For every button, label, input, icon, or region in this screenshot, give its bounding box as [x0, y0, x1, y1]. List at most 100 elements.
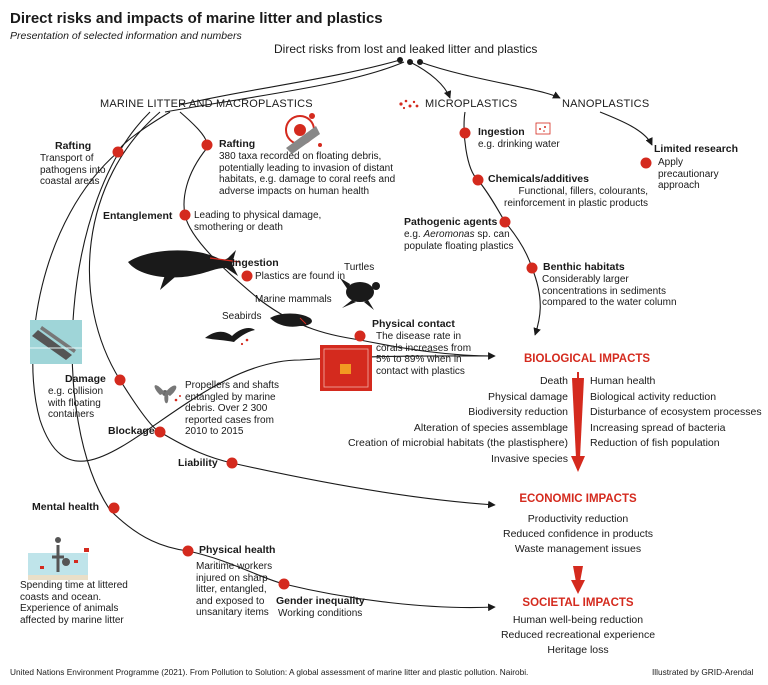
gender-inequality-text: Working conditions	[278, 608, 363, 619]
impact-arrows	[571, 378, 585, 594]
societal-impacts-title: SOCIETAL IMPACTS	[522, 597, 634, 609]
turtle-icon	[340, 278, 380, 310]
liability-to-economic	[231, 462, 496, 509]
bio-item: Creation of microbial habitats (the plas…	[347, 437, 568, 449]
marine-mammals-label: Marine mammals	[255, 294, 332, 305]
soc-item: Reduced recreational experience	[500, 629, 656, 641]
biological-impacts-right: Human health Biological activity reducti…	[590, 374, 762, 452]
propeller-icon	[154, 385, 181, 404]
dot-gender	[278, 578, 290, 590]
rafting-mid-text: 380 taxa recorded on floating debris, po…	[219, 151, 396, 197]
limited-research-title: Limited research	[654, 143, 739, 155]
dot-root-2	[407, 59, 413, 65]
biological-impacts-left: Death Physical damage Biodiversity reduc…	[324, 374, 568, 467]
rafting-mid-title: Rafting	[219, 138, 256, 150]
beach-scene-icon	[28, 537, 89, 580]
mental-health-title: Mental health	[32, 501, 100, 513]
root-to-macro-2	[164, 61, 405, 113]
seabirds-label: Seabirds	[222, 311, 262, 322]
bio-item: Death	[539, 375, 568, 387]
page-title: Direct risks and impacts of marine litte…	[10, 10, 383, 27]
dot-physical-health	[182, 545, 194, 557]
bio-item: Human health	[590, 375, 656, 387]
arc-damage	[88, 111, 161, 433]
dot-benthic	[526, 262, 538, 274]
arrow-econ-soc-head	[571, 580, 585, 594]
entanglement-title: Entanglement	[103, 210, 173, 222]
pathogenic-text: e.g. Aeromonas sp. can populate floating…	[404, 229, 514, 252]
category-macroplastics: MARINE LITTER AND MACROPLASTICS	[100, 98, 313, 110]
arc-health	[71, 111, 189, 552]
econ-item: Productivity reduction	[527, 513, 629, 525]
blockage-on	[159, 431, 233, 464]
ingestion-micro-title: Ingestion	[478, 126, 525, 138]
dot-pathogenic	[499, 216, 511, 228]
dot-chemicals	[472, 174, 484, 186]
econ-item: Waste management issues	[514, 543, 642, 555]
dot-physical-contact	[354, 330, 366, 342]
macro-to-rafting-mid	[179, 111, 208, 144]
dot-entanglement	[179, 209, 191, 221]
dot-root-3	[417, 59, 423, 65]
economic-impacts-title: ECONOMIC IMPACTS	[519, 493, 637, 505]
rafting-left-title: Rafting	[55, 140, 92, 152]
limited-research-text: Apply precautionary approach	[658, 157, 719, 191]
benthic-title: Benthic habitats	[543, 261, 625, 273]
coral-icon	[320, 345, 372, 391]
bio-item: Invasive species	[490, 452, 568, 465]
seal-icon	[270, 313, 312, 327]
dot-damage	[114, 374, 126, 386]
mental-health-text: Spending time at littered coasts and oce…	[20, 580, 128, 626]
soc-item: Human well-being reduction	[512, 614, 644, 626]
ingestion-micro-text: e.g. drinking water	[478, 139, 560, 150]
arrow-bio-econ-head	[571, 456, 585, 472]
societal-impacts-items: Human well-being reduction Reduced recre…	[458, 613, 698, 658]
health-to-gender	[187, 550, 285, 585]
dot-root-1	[397, 57, 403, 63]
gender-inequality-title: Gender inequality	[276, 595, 365, 607]
soc-item: Heritage loss	[547, 644, 609, 656]
category-microplastics: MICROPLASTICS	[425, 98, 518, 110]
turtles-label: Turtles	[344, 262, 375, 273]
bio-item: Alteration of species assemblage	[413, 421, 568, 434]
bio-item: Biological activity reduction	[590, 390, 717, 403]
physical-health-title: Physical health	[199, 544, 276, 556]
econ-item: Reduced confidence in products	[502, 528, 653, 540]
arrow-bio-econ	[572, 378, 584, 458]
root-to-nano	[419, 61, 561, 99]
contact-to-bio	[359, 339, 496, 360]
blockage-text: Propellers and shafts entangled by marin…	[185, 380, 279, 437]
arrow-econ-soc	[573, 566, 583, 582]
dot-liability	[226, 457, 238, 469]
bio-item: Disturbance of ecosystem processes	[590, 406, 762, 418]
pathogenic-title: Pathogenic agents	[404, 216, 498, 228]
illustrator-credit: Illustrated by GRID-Arendal	[652, 667, 754, 677]
dot-rafting-mid	[201, 139, 213, 151]
node-dots	[108, 57, 652, 590]
rafting-left-text: Transport of pathogens into coastal area…	[40, 153, 106, 187]
bio-item: Biodiversity reduction	[468, 406, 568, 418]
liability-title: Liability	[178, 457, 218, 469]
dot-ingestion-macro	[241, 270, 253, 282]
source-citation: United Nations Environment Programme (20…	[10, 667, 529, 677]
physical-health-text: Maritime workers injured on sharp litter…	[196, 561, 273, 618]
dot-blockage	[154, 426, 166, 438]
economic-impacts-items: Productivity reduction Reduced confidenc…	[458, 512, 698, 557]
page-subtitle: Presentation of selected information and…	[10, 30, 242, 42]
damage-title: Damage	[65, 373, 106, 385]
gender-to-societal	[283, 583, 496, 612]
whale-icon	[128, 250, 241, 290]
dot-rafting-left	[112, 146, 124, 158]
container-icon	[30, 320, 82, 364]
ingestion-macro-title: Ingestion	[232, 257, 279, 269]
dot-limited-research	[640, 157, 652, 169]
bio-item: Reduction of fish population	[590, 437, 720, 449]
bio-item: Increasing spread of bacteria	[590, 421, 726, 434]
water-glass-icon	[535, 122, 551, 135]
arc-rafting-left	[32, 151, 491, 462]
physical-contact-title: Physical contact	[372, 318, 455, 330]
blockage-title: Blockage	[108, 425, 155, 437]
floating-debris-icon	[285, 113, 322, 154]
illustrations	[28, 99, 551, 580]
